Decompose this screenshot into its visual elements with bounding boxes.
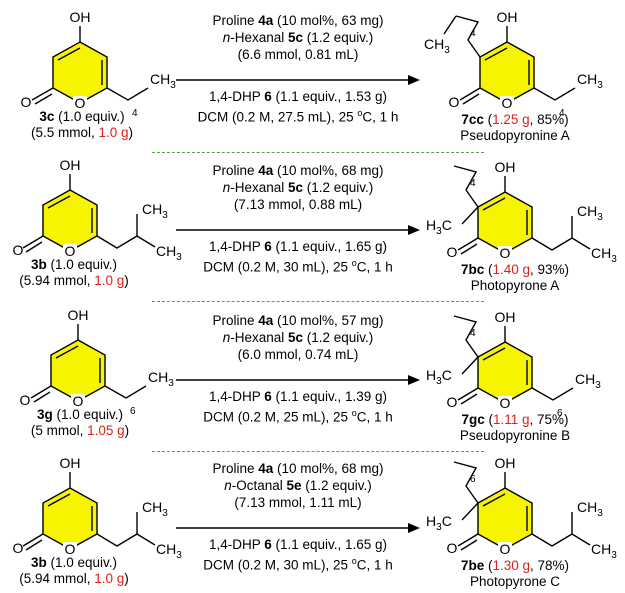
product-ring-oxygen-mask	[500, 96, 514, 109]
methyl-label-lower: CH3	[156, 243, 182, 263]
ring-oxygen-label: O	[73, 393, 84, 409]
carbonyl-oxygen-label: O	[20, 392, 31, 408]
row-3-structures: OH O O CH3 6 OH O O	[20, 307, 602, 419]
ring-oxygen-mask	[73, 96, 87, 109]
product-carbonyl-oxygen: O	[447, 244, 458, 260]
product-left-methyl: CH3	[424, 36, 450, 56]
ring-oxygen-label: O	[65, 243, 76, 259]
product-methyl-upper: CH3	[577, 203, 603, 223]
product-ring-oxygen: O	[500, 395, 511, 411]
row-1-structures: OH O O CH3 4 OH	[21, 9, 604, 119]
product-ring-oxygen: O	[500, 245, 511, 261]
ring-oxygen-mask	[71, 394, 85, 407]
row-4-structures: OH O O CH3 CH3 O	[13, 455, 618, 561]
product-label-7gc: 7gc (1.11 g, 75%) Pseudopyronine B	[459, 412, 571, 443]
product-ring-oxygen-mask	[498, 542, 512, 555]
sm-label-3c: 3c (1.0 equiv.) (5.5 mmol, 1.0 g)	[30, 109, 134, 140]
product-right-methyl: CH3	[577, 71, 603, 91]
product-right-methyl: CH3	[575, 371, 601, 391]
product-ring-oxygen: O	[502, 95, 513, 111]
product-ring-oxygen-mask	[498, 396, 512, 409]
product-ring-oxygen: O	[500, 541, 511, 557]
conditions-above-2: Proline 4a (10 mol%, 68 mg) n-Hexanal 5c…	[212, 163, 384, 212]
conditions-above-4: Proline 4a (10 mol%, 68 mg) n-Octanal 5e…	[212, 461, 384, 510]
ring-oxygen-label: O	[65, 541, 76, 557]
product-left-subscript: 4	[470, 28, 476, 39]
row-2-structures: OH O O CH3 CH3 O	[13, 157, 618, 265]
conditions-below-2: 1,4-DHP 6 (1.1 equiv., 1.65 g) DCM (0.2 …	[203, 239, 393, 275]
ring-oxygen-label: O	[75, 95, 86, 111]
conditions-below-1: 1,4-DHP 6 (1.1 equiv., 1.53 g) DCM (0.2 …	[197, 89, 399, 125]
product-carbonyl-oxygen: O	[447, 394, 458, 410]
hydroxyl-label: OH	[70, 9, 91, 25]
pyrone-3g-structure	[30, 324, 147, 403]
pyrone-3c-structure	[31, 26, 149, 105]
ring-oxygen-mask	[63, 244, 77, 257]
reaction-row-1: OH O O CH3 4 OH	[0, 0, 625, 148]
hydroxyl-label: OH	[60, 455, 81, 471]
chain-repeat-subscript: 4	[132, 108, 138, 119]
conditions-below-3: 1,4-DHP 6 (1.1 equiv., 1.39 g) DCM (0.2 …	[203, 389, 393, 425]
product-right-subscript: 4	[559, 108, 565, 119]
row-divider-3	[152, 451, 484, 452]
pyrone-7gc-structure	[453, 315, 574, 405]
product-label-7bc: 7bc (1.40 g, 93%) Photopyrone A	[460, 262, 570, 293]
row-divider-2	[152, 301, 484, 302]
product-chain-subscript: 6	[470, 474, 476, 485]
conditions-below-4: 1,4-DHP 6 (1.1 equiv., 1.65 g) DCM (0.2 …	[203, 537, 393, 573]
carbonyl-oxygen-label: O	[21, 94, 32, 110]
conditions-above-1: Proline 4a (10 mol%, 63 mg) n-Hexanal 5c…	[212, 13, 384, 62]
methyl-label: CH3	[148, 369, 174, 389]
product-hydroxyl-label: OH	[495, 455, 516, 471]
product-h3c-label: H3C	[426, 513, 452, 533]
pyrone-7cc-structure	[443, 15, 576, 105]
ring-oxygen-mask	[63, 542, 77, 555]
methyl-label: CH3	[150, 71, 176, 91]
methyl-label-upper: CH3	[142, 499, 168, 519]
hydroxyl-label: OH	[68, 307, 89, 323]
product-right-subscript: 6	[557, 408, 563, 419]
reaction-row-4: OH O O CH3 CH3 O	[0, 448, 625, 593]
product-hydroxyl-label: OH	[495, 159, 516, 175]
carbonyl-oxygen-label: O	[13, 540, 24, 556]
pyrone-3b-structure	[22, 174, 156, 253]
hydroxyl-label: OH	[60, 157, 81, 173]
row-divider-1	[152, 152, 484, 153]
product-methyl-upper: CH3	[577, 499, 603, 519]
sm-label-3b-second: 3b (1.0 equiv.) (5.94 mmol, 1.0 g)	[19, 555, 129, 586]
reaction-arrow-2	[176, 225, 420, 235]
sm-label-3b: 3b (1.0 equiv.) (5.94 mmol, 1.0 g)	[19, 257, 129, 288]
product-chain-subscript: 4	[470, 178, 476, 189]
reaction-arrow-4	[176, 523, 420, 533]
product-chain-subscript: 4	[470, 328, 476, 339]
sm-label-3g: 3g (1.0 equiv.) (5 mmol, 1.05 g)	[30, 407, 130, 438]
reaction-arrow-3	[176, 375, 420, 385]
product-h3c-label: H3C	[426, 367, 452, 387]
pyrone-7be-structure	[453, 461, 591, 551]
carbonyl-oxygen-label: O	[13, 242, 24, 258]
product-label-7be: 7be (1.30 g, 78%) Photopyrone C	[460, 558, 570, 589]
product-hydroxyl-label: OH	[495, 309, 516, 325]
product-h3c-label: H3C	[426, 217, 452, 237]
reaction-arrow-1	[176, 75, 420, 85]
product-ring-oxygen-mask	[498, 246, 512, 259]
product-carbonyl-oxygen: O	[449, 94, 460, 110]
product-carbonyl-oxygen: O	[447, 540, 458, 556]
pyrone-3b-structure	[22, 472, 156, 551]
product-methyl-lower: CH3	[591, 245, 617, 265]
methyl-label-lower: CH3	[156, 541, 182, 561]
product-methyl-lower: CH3	[591, 541, 617, 561]
reaction-row-3: OH O O CH3 6 OH O O	[0, 300, 625, 448]
reaction-row-2: OH O O CH3 CH3 O	[0, 150, 625, 298]
methyl-label-upper: CH3	[142, 201, 168, 221]
chain-repeat-subscript: 6	[130, 406, 136, 417]
product-label-7cc: 7cc (1.25 g, 85%) Pseudopyronine A	[460, 112, 570, 143]
conditions-above-3: Proline 4a (10 mol%, 57 mg) n-Hexanal 5c…	[212, 313, 384, 362]
product-hydroxyl-label: OH	[497, 9, 518, 25]
